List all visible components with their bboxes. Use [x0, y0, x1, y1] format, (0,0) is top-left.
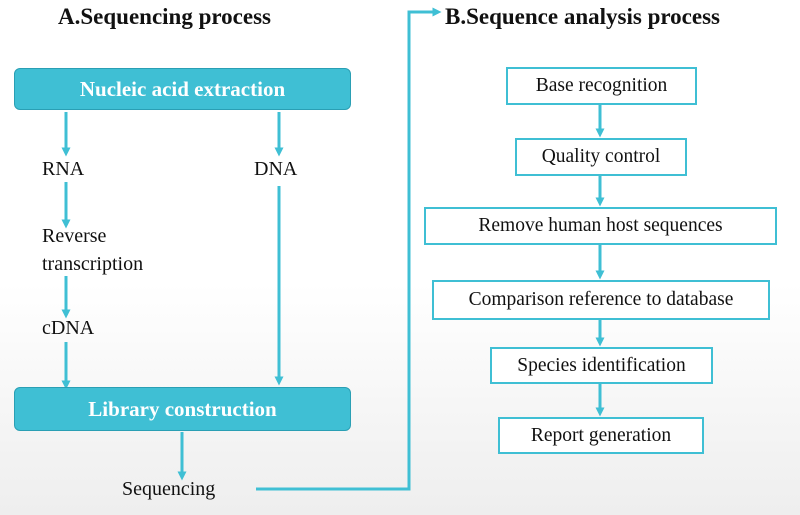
step-quality-control: Quality control — [515, 138, 687, 176]
step-species-identification: Species identification — [490, 347, 713, 384]
cdna-label: cDNA — [42, 317, 95, 339]
step-remove-human-host: Remove human host sequences — [424, 207, 777, 245]
step-report-generation: Report generation — [498, 417, 704, 454]
step-quality-control-label: Quality control — [541, 146, 661, 167]
rna-label: RNA — [42, 158, 85, 180]
library-construction-box: Library construction — [14, 387, 351, 431]
panel-b-title: B.Sequence analysis process — [445, 4, 720, 29]
sequencing-label: Sequencing — [122, 478, 216, 500]
library-construction-label: Library construction — [88, 396, 277, 421]
step-report-generation-label: Report generation — [530, 424, 672, 446]
nucleic-acid-extraction-label: Nucleic acid extraction — [79, 76, 286, 101]
dna-label: DNA — [254, 158, 298, 180]
panel-a-title: A.Sequencing process — [58, 4, 271, 29]
step-comparison-reference: Comparison reference to database — [432, 280, 770, 320]
reverse-label: Reverse — [42, 225, 107, 247]
step-species-identification-label: Species identification — [517, 354, 686, 376]
step-comparison-reference-label: Comparison reference to database — [468, 289, 734, 310]
step-remove-human-host-label: Remove human host sequences — [478, 215, 723, 236]
nucleic-acid-extraction-box: Nucleic acid extraction — [14, 68, 351, 110]
step-base-recognition-label: Base recognition — [535, 75, 668, 96]
step-base-recognition: Base recognition — [506, 67, 697, 105]
transcription-label: transcription — [42, 253, 144, 275]
connector-a-to-b — [256, 7, 442, 491]
